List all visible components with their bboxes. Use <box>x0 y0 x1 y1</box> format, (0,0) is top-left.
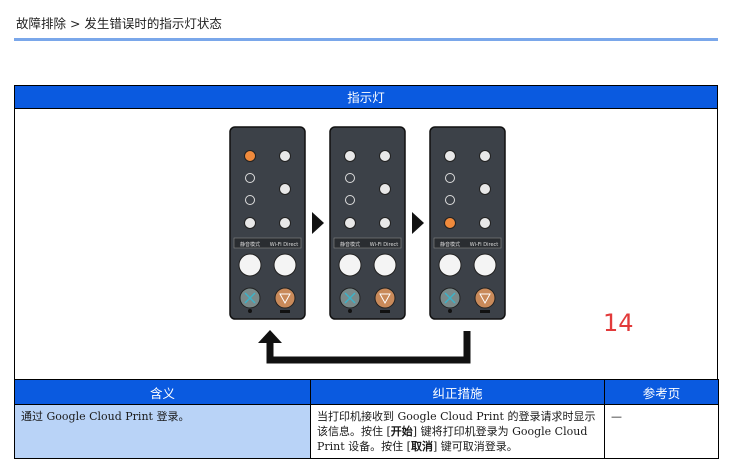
wireless-lamp-icon <box>479 217 491 229</box>
quiet-mode-button-icon <box>238 253 262 277</box>
start-bar-icon <box>380 310 390 313</box>
power-lamp-icon <box>379 150 391 162</box>
quiet-mode-button-icon <box>338 253 362 277</box>
cancel-dot-icon <box>448 309 452 313</box>
remedy-text: ] 键可取消登录。 <box>432 440 518 453</box>
control-panel: 静音模式 Wi-Fi Direct <box>229 126 306 320</box>
wifi-direct-button-icon <box>373 253 397 277</box>
start-triangle-icon <box>379 293 391 305</box>
data-lamp-icon <box>345 195 355 205</box>
cancel-x-icon <box>244 292 256 304</box>
power-lamp-icon <box>479 150 491 162</box>
wifi-lamp-icon <box>445 173 455 183</box>
power-lamp-icon <box>279 150 291 162</box>
start-key-label: 开始 <box>390 425 413 438</box>
sleep-lamp-icon <box>479 183 491 195</box>
data-lamp-icon <box>245 195 255 205</box>
header-rule <box>14 38 718 41</box>
paper-lamp-icon <box>344 217 356 229</box>
wifi-direct-label: Wi-Fi Direct <box>470 242 499 248</box>
error-lamp-icon <box>444 150 456 162</box>
quiet-mode-label: 静音模式 <box>240 241 260 248</box>
info-table: 含义 纠正措施 参考页 通过 Google Cloud Print 登录。 当打… <box>14 379 719 459</box>
arrow-right-icon <box>412 212 424 234</box>
breadcrumb: 故障排除 > 发生错误时的指示灯状态 <box>16 16 222 31</box>
wifi-lamp-icon <box>245 173 255 183</box>
header-meaning: 含义 <box>14 379 311 405</box>
error-lamp-icon <box>244 150 256 162</box>
paper-lamp-icon <box>244 217 256 229</box>
wireless-lamp-icon <box>279 217 291 229</box>
panel-body <box>429 126 506 320</box>
start-triangle-icon <box>279 293 291 305</box>
return-arrow-head-icon <box>258 330 282 343</box>
cancel-key-label: 取消 <box>410 440 433 453</box>
start-button-icon <box>274 287 296 309</box>
cancel-x-icon <box>444 292 456 304</box>
wifi-lamp-icon <box>345 173 355 183</box>
table-row: 通过 Google Cloud Print 登录。 当打印机接收到 Google… <box>14 404 719 459</box>
wifi-direct-label: Wi-Fi Direct <box>370 242 399 248</box>
label-strip <box>333 237 402 249</box>
paper-lamp-icon <box>444 217 456 229</box>
error-lamp-icon <box>344 150 356 162</box>
cancel-x-icon <box>344 292 356 304</box>
header-reference: 参考页 <box>604 379 719 405</box>
wifi-direct-button-icon <box>273 253 297 277</box>
panel-body <box>329 126 406 320</box>
wireless-lamp-icon <box>379 217 391 229</box>
cancel-dot-icon <box>348 309 352 313</box>
return-arrow-icon <box>266 331 471 364</box>
control-panel: 静音模式 Wi-Fi Direct <box>329 126 406 320</box>
arrow-right-icon <box>312 212 324 234</box>
control-panel: 静音模式 Wi-Fi Direct <box>429 126 506 320</box>
wifi-direct-label: Wi-Fi Direct <box>270 242 299 248</box>
start-bar-icon <box>480 310 490 313</box>
figure-number: 14 <box>603 309 634 337</box>
indicator-diagram: 静音模式 Wi-Fi Direct 静音模式 Wi-Fi Direct 静音模式 Wi-F… <box>229 126 506 364</box>
cancel-dot-icon <box>248 309 252 313</box>
remedy-cell: 当打印机接收到 Google Cloud Print 的登录请求时显示该信息。按… <box>310 404 605 459</box>
remedy-text: ] 键将打印机登录为 Google Cloud Print 设备。按住 [ <box>317 425 588 453</box>
start-bar-icon <box>280 310 290 313</box>
meaning-cell: 通过 Google Cloud Print 登录。 <box>14 404 311 459</box>
reference-cell: — <box>604 404 719 459</box>
sleep-lamp-icon <box>279 183 291 195</box>
header-remedy: 纠正措施 <box>310 379 605 405</box>
label-strip <box>233 237 302 249</box>
indicator-figure: 静音模式 Wi-Fi Direct 静音模式 Wi-Fi Direct 静音模式 Wi-F… <box>14 109 718 380</box>
panel-title: 指示灯 <box>14 85 718 109</box>
remedy-text: 当打印机接收到 Google Cloud Print 的登录请求时显示该信息。按… <box>317 410 596 438</box>
data-lamp-icon <box>445 195 455 205</box>
start-button-icon <box>374 287 396 309</box>
panel-body <box>229 126 306 320</box>
quiet-mode-label: 静音模式 <box>340 241 360 248</box>
quiet-mode-label: 静音模式 <box>440 241 460 248</box>
start-triangle-icon <box>479 293 491 305</box>
sleep-lamp-icon <box>379 183 391 195</box>
wifi-direct-button-icon <box>473 253 497 277</box>
start-button-icon <box>474 287 496 309</box>
quiet-mode-button-icon <box>438 253 462 277</box>
label-strip <box>433 237 502 249</box>
